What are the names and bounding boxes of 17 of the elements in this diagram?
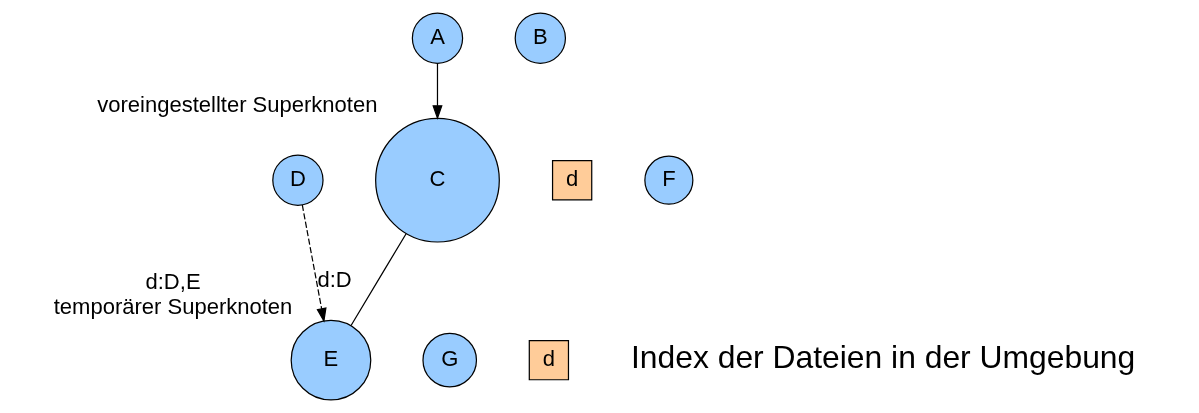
- connector: [349, 233, 407, 327]
- node-label: temporärer Superknoten: [53, 293, 292, 319]
- node-circle: F: [643, 155, 693, 205]
- edge-label: d:D: [317, 266, 352, 292]
- node-box: d: [528, 339, 569, 381]
- node-circle: A: [411, 12, 463, 64]
- node-circle: B: [514, 12, 566, 64]
- label: Index der Dateien in der Umgebung: [630, 338, 1135, 375]
- arrow: [431, 62, 443, 120]
- node-circle: C: [374, 117, 500, 243]
- node-circle: E: [290, 319, 371, 401]
- node-circle: G: [421, 332, 477, 388]
- node-circle: D: [271, 154, 324, 206]
- node-label: voreingestellter Superknoten: [96, 91, 377, 117]
- arrow: [301, 204, 327, 323]
- node-label: d:D,E: [145, 269, 201, 295]
- node-box: d: [551, 160, 592, 201]
